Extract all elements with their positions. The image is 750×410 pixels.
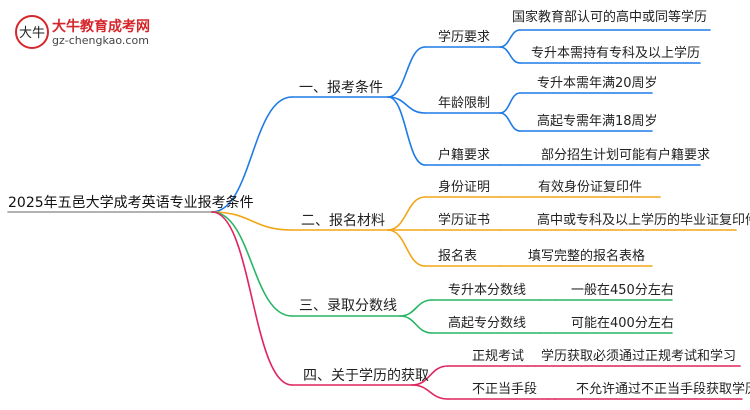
branch-4-sub-1-leaf-1: 学历获取必须通过正规考试和学习 — [541, 349, 737, 364]
site-logo: 大牛 大牛教育成考网 gz-chengkao.com — [14, 14, 184, 50]
branch-4-connector — [211, 211, 293, 386]
branch-1-label: 一、报考条件 — [299, 80, 383, 96]
branch-1-sub-1-leaf-2-connector — [499, 46, 521, 64]
branch-3-sub-2-connector — [399, 315, 433, 334]
branch-1-connector — [211, 96, 293, 213]
branch-3-label: 三、录取分数线 — [299, 298, 397, 314]
branch-1-sub-2-leaf-2-connector — [499, 112, 521, 132]
branch-2-label: 二、报名材料 — [301, 213, 385, 229]
branch-1-sub-1-leaf-1: 国家教育部认可的高中或同等学历 — [512, 10, 708, 25]
branch-1-sub-3-leaf-1: 部分招生计划可能有户籍要求 — [541, 148, 711, 163]
branch-2-sub-3-connector — [387, 229, 426, 267]
branch-4-sub-2-connector — [411, 384, 449, 400]
branch-3-sub-1: 专升本分数线 — [448, 283, 527, 298]
branch-1-sub-1-leaf-1-connector — [499, 29, 521, 48]
branch-1-sub-2-leaf-2: 高起专需年满18周岁 — [537, 114, 658, 129]
branch-4-sub-2: 不正当手段 — [472, 382, 538, 397]
branch-2-connector — [211, 211, 293, 231]
branch-1-sub-2-leaf-1: 专升本需年满20周岁 — [537, 76, 658, 91]
branch-2-sub-3-leaf-1: 填写完整的报名表格 — [528, 249, 646, 264]
branch-1-sub-3-connector — [387, 96, 426, 166]
branch-2-sub-1: 身份证明 — [438, 180, 491, 195]
branch-2-sub-1-leaf-1: 有效身份证复印件 — [538, 180, 643, 195]
logo-url: gz-chengkao.com — [52, 34, 149, 47]
branch-1-sub-1: 学历要求 — [438, 30, 491, 45]
root-node: 2025年五邑大学成考英语专业报考条件 — [8, 195, 254, 211]
branch-1-sub-2: 年龄限制 — [438, 96, 491, 111]
branch-4-sub-2-leaf-1: 不允许通过不正当手段获取学历 — [576, 382, 750, 397]
branch-3-sub-2: 高起专分数线 — [448, 316, 527, 331]
branch-1-sub-1-connector — [387, 46, 426, 98]
branch-3-connector — [211, 211, 293, 317]
branch-1-sub-2-leaf-1-connector — [499, 92, 521, 114]
branch-4-sub-1: 正规考试 — [472, 349, 525, 364]
branch-2-sub-2-leaf-1: 高中或专科及以上学历的毕业证复印件 — [537, 213, 750, 228]
branch-2-sub-2: 学历证书 — [438, 213, 491, 228]
branch-3-sub-1-connector — [399, 299, 433, 317]
logo-mark-icon: 大牛 — [15, 15, 49, 49]
logo-title: 大牛教育成考网 — [52, 19, 150, 35]
svg-text:大牛: 大牛 — [19, 26, 45, 41]
branch-3-sub-2-leaf-1: 可能在400分左右 — [571, 316, 674, 331]
branch-3-sub-1-leaf-1: 一般在450分左右 — [571, 283, 674, 298]
branch-2-sub-1-connector — [387, 196, 426, 231]
branch-4-label: 四、关于学历的获取 — [303, 368, 429, 384]
branch-1-sub-3: 户籍要求 — [438, 148, 491, 163]
branch-1-sub-1-leaf-2: 专升本需持有专科及以上学历 — [531, 46, 701, 61]
branch-2-sub-3: 报名表 — [438, 249, 478, 264]
